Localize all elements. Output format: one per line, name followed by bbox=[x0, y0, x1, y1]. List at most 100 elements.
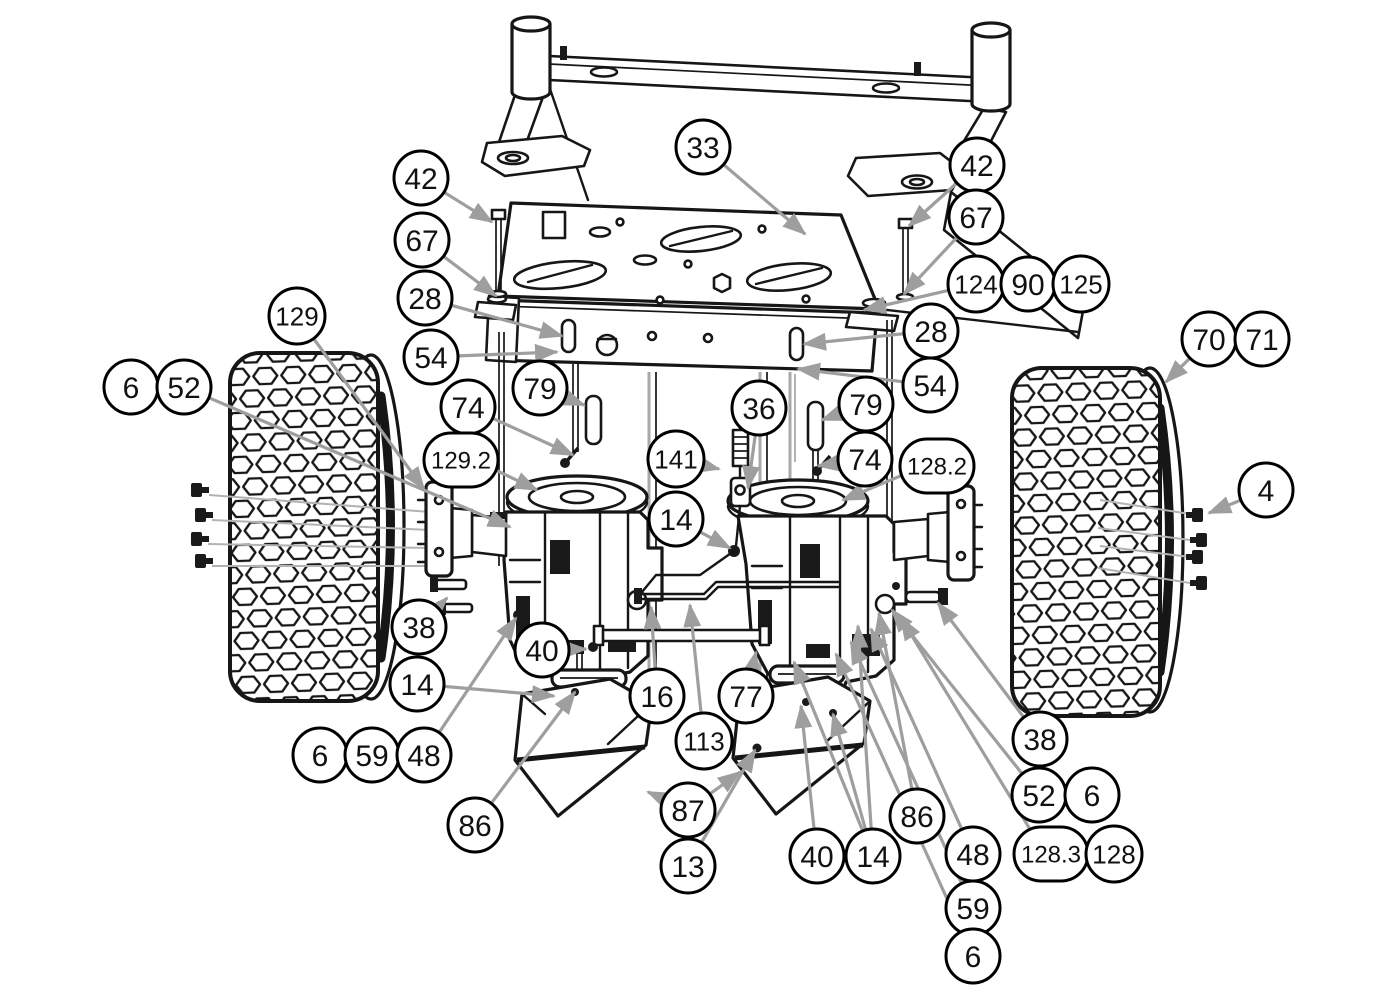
nut bbox=[892, 582, 900, 590]
leader-129 bbox=[312, 337, 426, 491]
callout-38: 38 bbox=[390, 598, 448, 656]
callout-shape-86 bbox=[888, 787, 946, 845]
callout-label: 48 bbox=[956, 839, 989, 872]
callout-shape-129.2 bbox=[422, 431, 500, 489]
callout-shape-36 bbox=[730, 379, 788, 437]
callout-label: 40 bbox=[525, 635, 558, 668]
nut bbox=[588, 642, 598, 652]
frame-slot-left bbox=[560, 318, 577, 354]
callout-shape-79 bbox=[511, 359, 569, 417]
callout-label: 6 bbox=[1084, 780, 1101, 813]
callout-label: 54 bbox=[414, 342, 447, 375]
callout-label: 48 bbox=[407, 740, 440, 773]
callout-shape-38 bbox=[390, 598, 448, 656]
callout-59: 59 bbox=[944, 879, 1002, 937]
leader-70 bbox=[1164, 356, 1192, 384]
callout-label: 33 bbox=[686, 132, 719, 165]
callout-shape-28 bbox=[396, 269, 454, 327]
callout-129: 129 bbox=[267, 286, 327, 346]
callout-67: 67 bbox=[947, 188, 1005, 246]
callout-shape-125 bbox=[1051, 254, 1111, 314]
callout-label: 125 bbox=[1059, 269, 1102, 299]
callout-shape-33 bbox=[674, 118, 732, 176]
callout-38: 38 bbox=[1011, 710, 1069, 768]
callout-124: 124 bbox=[946, 254, 1006, 314]
leader-113 bbox=[683, 603, 703, 714]
frame-slot-right bbox=[788, 326, 805, 362]
callout-shape-14 bbox=[844, 827, 902, 885]
callout-77: 77 bbox=[717, 667, 775, 725]
callout-42: 42 bbox=[948, 136, 1006, 194]
callout-label: 38 bbox=[402, 612, 435, 645]
leader-59 bbox=[849, 640, 964, 885]
leader-124 bbox=[862, 288, 950, 314]
lug-bolt bbox=[195, 508, 213, 522]
beam-pin-right bbox=[914, 62, 921, 76]
leader-28 bbox=[802, 332, 905, 351]
callout-shape-14 bbox=[388, 655, 446, 713]
linkage-spring bbox=[731, 428, 750, 468]
callout-48: 48 bbox=[944, 825, 1002, 883]
callout-shape-74 bbox=[836, 430, 894, 488]
spacer-left bbox=[584, 394, 603, 446]
callout-67: 67 bbox=[393, 211, 451, 269]
frame-plate-front bbox=[491, 298, 879, 373]
leader-67 bbox=[442, 255, 498, 298]
callout-74: 74 bbox=[836, 430, 894, 488]
leader-14 bbox=[830, 712, 868, 831]
leader-38 bbox=[936, 601, 1026, 719]
callout-28: 28 bbox=[396, 269, 454, 327]
callout-shape-6 bbox=[944, 927, 1002, 985]
frame-post-left bbox=[510, 15, 552, 101]
callout-6: 6 bbox=[102, 358, 160, 416]
callout-42: 42 bbox=[392, 149, 450, 207]
callout-shape-40 bbox=[788, 827, 846, 885]
leader-42 bbox=[443, 190, 494, 224]
callout-shape-13 bbox=[659, 837, 717, 895]
callout-label: 14 bbox=[400, 669, 433, 702]
callout-40: 40 bbox=[788, 827, 846, 885]
leader-87 bbox=[708, 770, 742, 796]
callout-label: 87 bbox=[671, 795, 704, 828]
callout-label: 52 bbox=[167, 372, 200, 405]
callout-label: 79 bbox=[849, 389, 882, 422]
lug-bolt bbox=[191, 532, 209, 546]
leader-129.2 bbox=[494, 468, 539, 492]
frame-assembly bbox=[473, 15, 1087, 373]
callout-shape-38 bbox=[1011, 710, 1069, 768]
frame-post-right bbox=[970, 21, 1012, 113]
left-guard bbox=[513, 668, 654, 818]
lug-nut bbox=[1186, 508, 1203, 522]
callout-86: 86 bbox=[888, 787, 946, 845]
callout-label: 67 bbox=[959, 202, 992, 235]
wing-bracket-right bbox=[846, 151, 964, 198]
callout-label: 6 bbox=[312, 740, 329, 773]
lug-bolts-left bbox=[191, 483, 431, 568]
callout-label: 6 bbox=[123, 372, 140, 405]
callout-label: 129 bbox=[275, 301, 318, 331]
leader-79 bbox=[560, 388, 586, 407]
callout-label: 128.2 bbox=[907, 454, 967, 481]
callout-70: 70 bbox=[1180, 310, 1238, 368]
leader-33 bbox=[722, 163, 807, 236]
left-guard-body bbox=[513, 677, 654, 818]
leader-74 bbox=[816, 453, 842, 472]
callout-label: 40 bbox=[800, 841, 833, 874]
control-rod bbox=[592, 580, 840, 647]
callout-label: 74 bbox=[451, 392, 484, 425]
callout-label: 6 bbox=[965, 941, 982, 974]
frame-plate-top bbox=[496, 201, 881, 311]
callout-141: 141 bbox=[646, 429, 706, 489]
callout-label: 113 bbox=[683, 726, 724, 756]
callout-128.3: 128.3 bbox=[1012, 825, 1090, 883]
callout-label: 42 bbox=[960, 150, 993, 183]
leader-14 bbox=[443, 684, 556, 704]
callout-label: 42 bbox=[404, 163, 437, 196]
callout-shape-129 bbox=[267, 286, 327, 346]
cross-beam bbox=[547, 54, 991, 104]
callout-label: 52 bbox=[1022, 780, 1055, 813]
callout-shape-113 bbox=[674, 711, 734, 771]
callout-4: 4 bbox=[1237, 461, 1295, 519]
callout-label: 124 bbox=[954, 269, 997, 299]
